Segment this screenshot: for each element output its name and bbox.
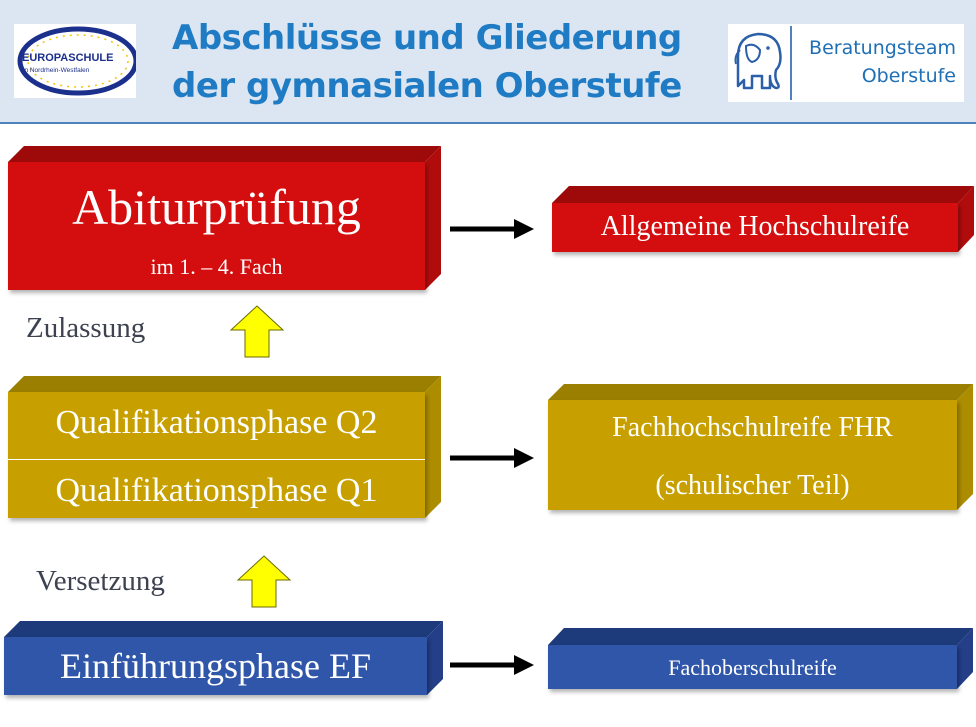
abitur-title: Abiturprüfung xyxy=(72,179,361,235)
arrow-up-icon xyxy=(236,555,292,608)
fhr-box-side xyxy=(957,384,973,510)
svg-text:in Nordrhein-Westfalen: in Nordrhein-Westfalen xyxy=(23,67,90,74)
q-box-top xyxy=(8,376,441,392)
fos-box-top xyxy=(548,628,973,645)
team-divider xyxy=(790,26,792,100)
title-line-1: Abschlüsse und Gliederung xyxy=(172,18,682,58)
abitur-box: Abiturprüfung im 1. – 4. Fach xyxy=(8,162,425,290)
q1-label: Qualifikationsphase Q1 xyxy=(55,472,378,509)
team-line-1: Beratungsteam xyxy=(809,37,956,59)
abitur-box-side xyxy=(425,146,441,290)
zulassung-label: Zulassung xyxy=(26,312,146,344)
title-line-2: der gymnasialen Oberstufe xyxy=(172,66,682,106)
ahr-box-side xyxy=(958,186,974,252)
team-label: Beratungsteam Oberstufe xyxy=(809,34,956,90)
europaschule-logo: EUROPASCHULE in Nordrhein-Westfalen xyxy=(14,24,136,98)
ef-box-side xyxy=(427,621,443,695)
q2-label: Qualifikationsphase Q2 xyxy=(55,404,378,441)
arrow-right-icon xyxy=(450,655,534,675)
ahr-box-top xyxy=(552,186,974,203)
q-box-side xyxy=(425,376,441,518)
fos-box-side xyxy=(957,628,973,689)
team-line-2: Oberstufe xyxy=(861,65,956,87)
abitur-subtitle: im 1. – 4. Fach xyxy=(150,254,283,279)
ahr-box: Allgemeine Hochschulreife xyxy=(552,203,958,252)
fhr-box-top xyxy=(548,384,973,400)
svg-text:EUROPASCHULE: EUROPASCHULE xyxy=(22,52,113,64)
ef-box-top xyxy=(4,621,443,637)
ef-label: Einführungsphase EF xyxy=(60,646,371,686)
arrow-right-icon xyxy=(450,219,534,239)
q-divider xyxy=(8,459,425,460)
fos-box: Fachoberschulreife xyxy=(548,645,957,689)
page-title: Abschlüsse und Gliederung der gymnasiale… xyxy=(172,14,712,110)
arrow-right-icon xyxy=(450,448,534,468)
arrow-up-icon xyxy=(229,305,285,358)
qualifikationsphase-box: Qualifikationsphase Q2 Qualifikationspha… xyxy=(8,392,425,518)
ef-box: Einführungsphase EF xyxy=(4,637,427,695)
fhr-box: Fachhochschulreife FHR (schulischer Teil… xyxy=(548,400,957,510)
ahr-label: Allgemeine Hochschulreife xyxy=(600,211,910,242)
fhr-label-2: (schulischer Teil) xyxy=(655,470,850,501)
beratungsteam-badge: Beratungsteam Oberstufe xyxy=(728,24,964,102)
fos-label: Fachoberschulreife xyxy=(668,655,837,680)
versetzung-label: Versetzung xyxy=(36,565,165,597)
header: EUROPASCHULE in Nordrhein-Westfalen Absc… xyxy=(0,0,976,124)
elephant-icon xyxy=(734,32,782,90)
abitur-box-top xyxy=(8,146,441,162)
fhr-label-1: Fachhochschulreife FHR xyxy=(612,412,893,443)
